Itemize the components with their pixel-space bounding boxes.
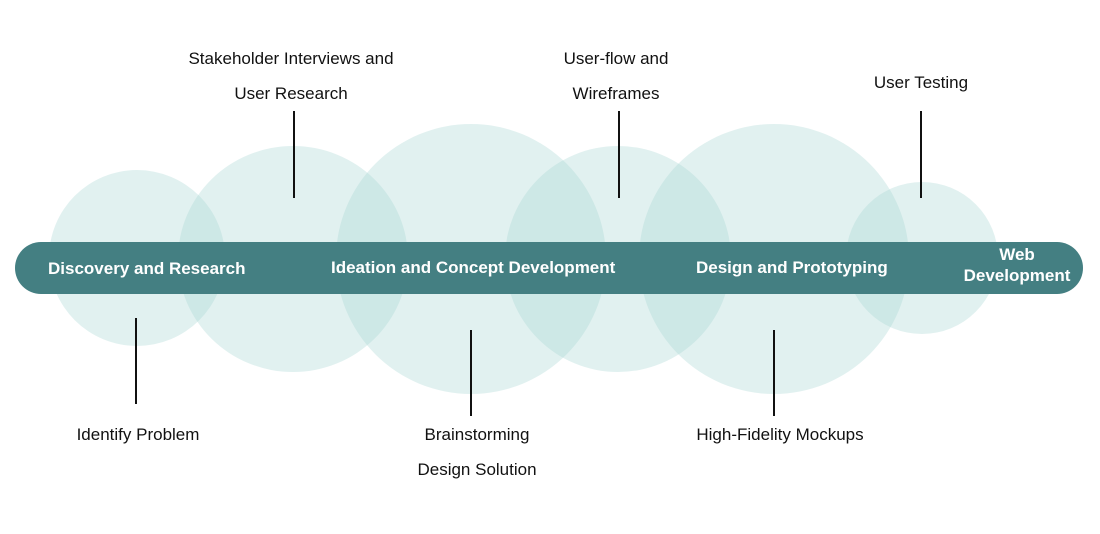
connector-brainstorming — [470, 330, 472, 416]
note-high-fidelity-mockups: High-Fidelity Mockups — [696, 417, 863, 452]
phase-label-web-development: Web Development — [958, 244, 1076, 286]
phase-label-prototyping: Design and Prototyping — [696, 258, 888, 277]
phase-label-discovery: Discovery and Research — [48, 259, 246, 278]
phase-label-web-development-line1: Web — [999, 245, 1035, 264]
note-user-flow-line2: Wireframes — [572, 84, 660, 103]
note-brainstorming-line2: Design Solution — [417, 460, 537, 479]
connector-testing — [920, 111, 922, 198]
note-brainstorming-line1: Brainstorming — [424, 425, 530, 444]
connector-identify — [135, 318, 137, 404]
note-user-flow-line1: User-flow and — [563, 49, 669, 68]
phase-label-web-development-line2: Development — [963, 266, 1071, 285]
note-user-testing: User Testing — [874, 65, 968, 100]
connector-wireframes — [618, 111, 620, 198]
note-identify-problem-line1: Identify Problem — [76, 425, 200, 444]
phase-label-ideation: Ideation and Concept Development — [331, 258, 616, 277]
connector-mockups — [773, 330, 775, 416]
note-stakeholder-interviews: Stakeholder Interviews and User Research — [188, 41, 393, 111]
note-user-flow: User-flow and Wireframes — [564, 41, 669, 111]
connector-research — [293, 111, 295, 198]
note-high-fidelity-mockups-line1: High-Fidelity Mockups — [696, 425, 864, 444]
timeline-bar — [15, 242, 1083, 294]
note-brainstorming: Brainstorming Design Solution — [417, 417, 536, 487]
note-identify-problem: Identify Problem — [77, 417, 200, 452]
note-user-testing-line1: User Testing — [873, 73, 969, 92]
note-stakeholder-interviews-line2: User Research — [234, 84, 348, 103]
note-stakeholder-interviews-line1: Stakeholder Interviews and — [188, 49, 394, 68]
